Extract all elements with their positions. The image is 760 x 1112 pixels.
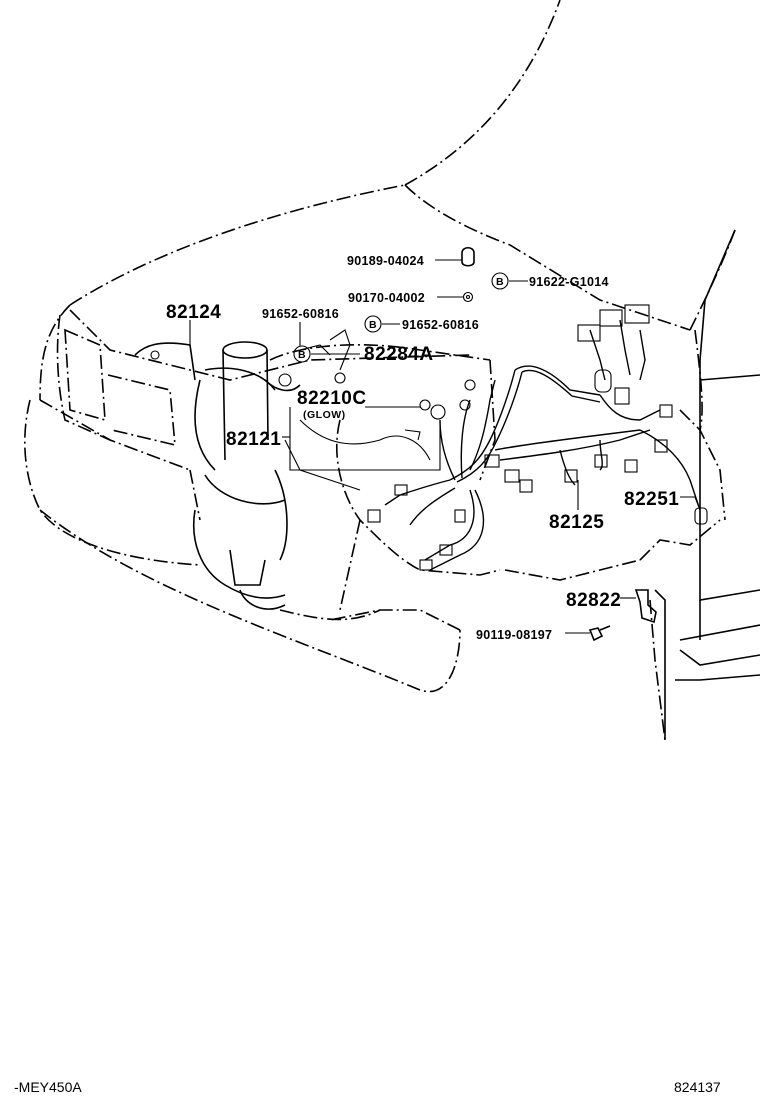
callout-82822: 82822 — [566, 590, 621, 611]
fasteners — [293, 246, 509, 363]
callout-82210c: 82210C — [297, 388, 367, 409]
b-mark-1 — [491, 272, 509, 290]
figure-number: 824137 — [674, 1079, 721, 1095]
callout-91652-60816-a: 91652-60816 — [262, 307, 339, 321]
callout-glow: (GLOW) — [303, 409, 346, 421]
callout-labels: 90189-04024 91622-G1014 90170-04002 8212… — [166, 254, 679, 642]
diagram-code: -MEY450A — [14, 1079, 82, 1095]
bracket-and-bolt — [588, 589, 657, 642]
callout-90119-08197: 90119-08197 — [476, 628, 552, 642]
cooling-fan-drawing — [134, 341, 301, 610]
callout-91652-60816-b: 91652-60816 — [402, 318, 479, 332]
b-mark-3-label: B — [298, 349, 306, 361]
callout-82125: 82125 — [549, 512, 604, 533]
callout-82121: 82121 — [226, 429, 281, 450]
callout-82251: 82251 — [624, 489, 679, 510]
vehicle-body-outline — [24, 0, 736, 693]
callout-90170-04002: 90170-04002 — [348, 291, 425, 305]
b-mark-2 — [364, 315, 382, 333]
engine-block-outline — [269, 329, 726, 741]
b-mark-1-label: B — [496, 276, 504, 288]
wire-harness — [284, 304, 708, 571]
callout-82124: 82124 — [166, 302, 221, 323]
callout-82284a: 82284A — [364, 344, 434, 365]
callout-91622-g1014: 91622-G1014 — [529, 275, 609, 289]
b-mark-3 — [293, 345, 311, 363]
leader-lines — [189, 259, 701, 634]
fender-outline — [654, 229, 760, 740]
callout-90189-04024: 90189-04024 — [347, 254, 424, 268]
b-mark-2-label: B — [369, 319, 377, 331]
